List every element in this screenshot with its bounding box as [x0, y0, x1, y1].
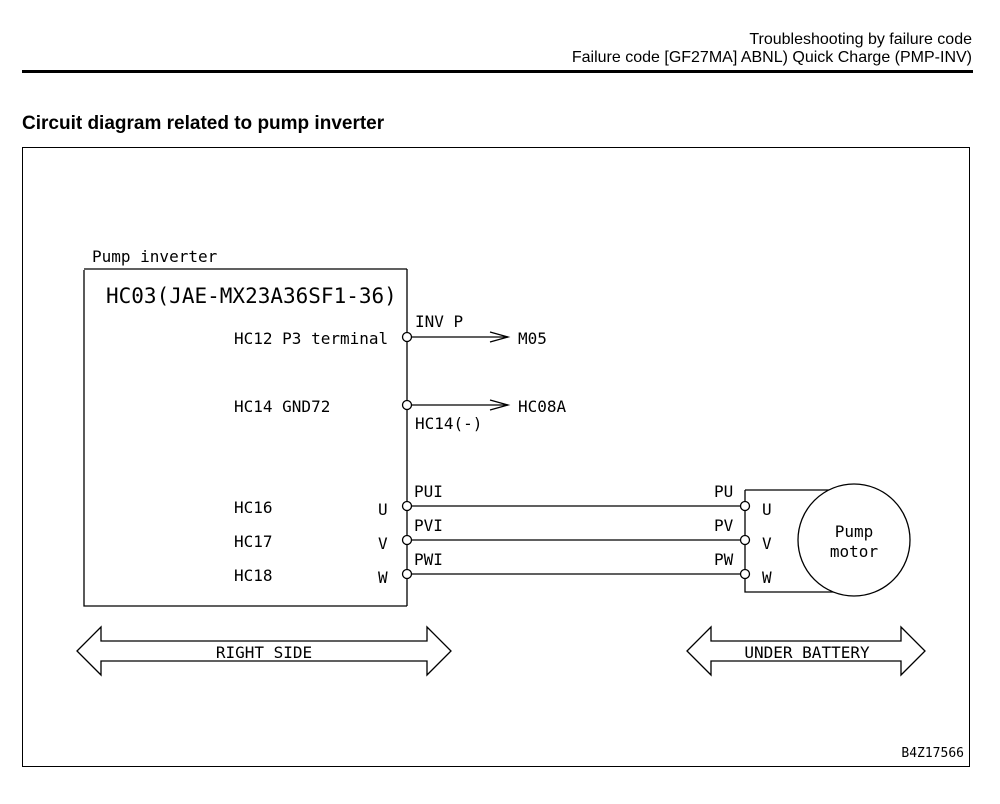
- inverter-label: Pump inverter: [92, 247, 218, 266]
- motor-connector-box: [744, 490, 834, 593]
- diagram-frame: [22, 147, 970, 767]
- terminal-hc17: [401, 534, 413, 546]
- location-arrow-right-side: [76, 625, 452, 677]
- motor-phase-v-label: V: [762, 534, 772, 553]
- arrow-m05: [489, 331, 511, 343]
- terminal-hc18: [401, 568, 413, 580]
- wire-hc14-label: HC14(-): [415, 414, 482, 433]
- header-failure-code: Failure code [GF27MA] ABNL) Quick Charge…: [571, 49, 972, 66]
- terminal-hc12: [401, 331, 413, 343]
- phase-v-label: V: [378, 534, 388, 553]
- motor-terminal-u: [739, 500, 751, 512]
- header-chapter: Troubleshooting by failure code: [749, 31, 972, 48]
- pin-hc18-label: HC18: [234, 566, 273, 585]
- inverter-box-outline: [83, 270, 407, 607]
- location-under-battery-label: UNDER BATTERY: [744, 643, 870, 662]
- phase-u-label: U: [378, 500, 388, 519]
- terminal-hc16: [401, 500, 413, 512]
- wire-pui-label: PUI: [414, 482, 443, 501]
- motor-label-line1: Pump: [835, 522, 874, 541]
- motor-phase-u-label: U: [762, 500, 772, 519]
- motor-terminal-v: [739, 534, 751, 546]
- wire-pvi-label: PVI: [414, 516, 443, 535]
- terminal-hc14: [401, 399, 413, 411]
- motor-pin-pu-label: PU: [714, 482, 733, 501]
- location-right-side-label: RIGHT SIDE: [216, 643, 312, 662]
- pin-hc16-label: HC16: [234, 498, 273, 517]
- motor-pin-pw-label: PW: [714, 550, 734, 569]
- pin-hc14-label: HC14 GND72: [234, 397, 330, 416]
- pin-hc12-label: HC12 P3 terminal: [234, 329, 388, 348]
- dest-m05-label: M05: [518, 329, 547, 348]
- location-arrow-under-battery: [686, 625, 926, 677]
- figure-id: B4Z17566: [901, 746, 964, 761]
- motor-terminal-w: [739, 568, 751, 580]
- pump-motor-symbol: [797, 483, 911, 597]
- motor-label-line2: motor: [830, 542, 879, 561]
- arrow-hc08a: [489, 399, 511, 411]
- motor-phase-w-label: W: [762, 568, 772, 587]
- phase-w-label: W: [378, 568, 388, 587]
- connector-label: HC03(JAE-MX23A36SF1-36): [106, 284, 397, 308]
- section-title: Circuit diagram related to pump inverter: [22, 113, 385, 134]
- wire-inv-p-label: INV P: [415, 312, 463, 331]
- dest-hc08a-label: HC08A: [518, 397, 567, 416]
- motor-pin-pv-label: PV: [714, 516, 734, 535]
- pin-hc17-label: HC17: [234, 532, 273, 551]
- wire-pwi-label: PWI: [414, 550, 443, 569]
- header-rule: [22, 70, 973, 73]
